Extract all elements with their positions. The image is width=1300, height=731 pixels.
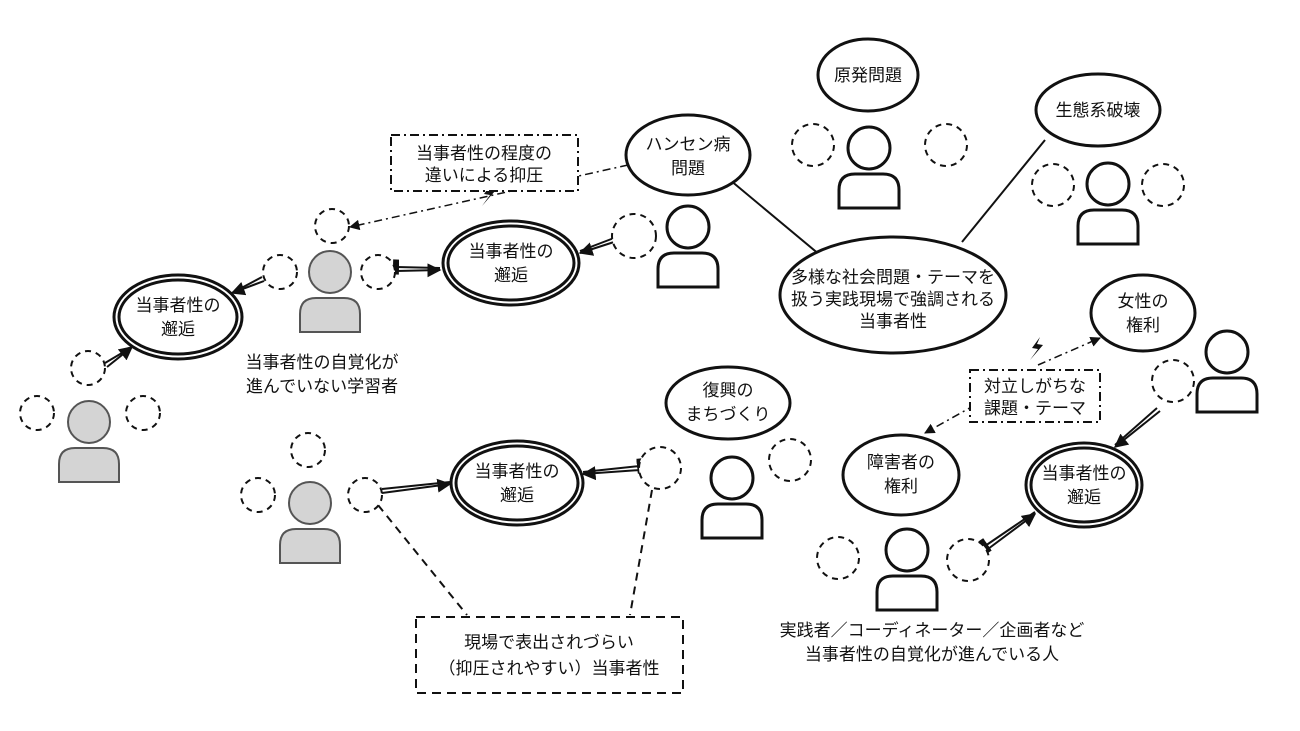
- practitioner-person-icon: [656, 204, 720, 289]
- lightning-icon: [482, 183, 495, 206]
- theme-disability-label-1: 障害者の: [867, 453, 935, 473]
- oppression-label-2: 違いによる抑圧: [425, 166, 544, 186]
- suppressed-box: 現場で表出されづらい （抑圧されやすい）当事者性: [415, 616, 684, 694]
- dashed-circle: [816, 536, 860, 580]
- practitioner-person-icon: [700, 455, 764, 540]
- encounter-label-2: 邂逅: [500, 486, 534, 506]
- dashed-circle: [19, 395, 55, 431]
- encounter-label-1: 当事者性の: [469, 242, 554, 262]
- link-hansen-center: [729, 179, 821, 256]
- theme-nuclear: 原発問題: [816, 37, 920, 113]
- center-label-2: 扱う実践現場で強調される: [791, 290, 995, 310]
- oppression-box: 当事者性の程度の 違いによる抑圧: [390, 134, 579, 192]
- theme-women-label-1: 女性の: [1118, 292, 1169, 312]
- learner-caption-1: 当事者性の自覚化が: [246, 353, 399, 373]
- double-arrow: [581, 458, 644, 481]
- double-arrow: [381, 478, 452, 494]
- suppressed-label-2: （抑圧されやすい）当事者性: [439, 659, 660, 679]
- theme-center: 多様な社会問題・テーマを 扱う実践現場で強調される 当事者性: [778, 235, 1008, 355]
- double-arrow: [978, 511, 1037, 554]
- link-ecosystem-center: [961, 139, 1046, 243]
- conflict-label-2: 課題・テーマ: [984, 399, 1086, 419]
- encounter-label-1: 当事者性の: [136, 296, 221, 316]
- theme-women-label-2: 権利: [1126, 316, 1160, 336]
- encounter-node: 当事者性の 邂逅: [449, 439, 585, 527]
- learner-person-icon: [299, 250, 361, 333]
- dashed-circle: [638, 446, 682, 490]
- center-label-3: 当事者性: [859, 312, 927, 332]
- center-label-1: 多様な社会問題・テーマを: [791, 268, 995, 288]
- dashed-circle: [768, 438, 812, 482]
- practitioner-caption-1: 実践者／コーディネーター／企画者など: [780, 620, 1085, 641]
- dashed-circle: [240, 477, 276, 513]
- suppressed-link-left: [377, 504, 468, 616]
- encounter-label-2: 邂逅: [494, 266, 528, 286]
- practitioner-caption-2: 当事者性の自覚化が進んでいる人: [805, 645, 1059, 665]
- suppressed-link-right: [629, 489, 653, 616]
- dashed-circle: [262, 254, 298, 290]
- double-arrow: [104, 346, 134, 368]
- double-arrow: [578, 237, 615, 256]
- dashed-circle: [360, 254, 396, 290]
- encounter-label-1: 当事者性の: [475, 462, 560, 482]
- dashed-circle: [1141, 163, 1185, 207]
- theme-reconstruction-label-1: 復興の: [703, 381, 754, 401]
- theme-disability-label-2: 権利: [884, 477, 918, 497]
- encounter-node: 当事者性の 邂逅: [441, 219, 581, 307]
- dashed-circle: [314, 208, 350, 244]
- oppression-label-1: 当事者性の程度の: [416, 144, 552, 164]
- theme-ecosystem: 生態系破壊: [1034, 72, 1162, 148]
- dashed-circle: [347, 477, 383, 513]
- dashed-circle: [946, 538, 990, 582]
- theme-women: 女性の 権利: [1089, 273, 1197, 353]
- encounter-node: 当事者性の 邂逅: [1024, 441, 1144, 529]
- theme-nuclear-label: 原発問題: [834, 66, 902, 86]
- practitioner-person-icon: [1195, 329, 1259, 414]
- theme-reconstruction: 復興の まちづくり: [664, 365, 792, 441]
- conflict-arrow-disability: [924, 404, 976, 434]
- learner-person-icon: [279, 481, 341, 564]
- encounter-label-1: 当事者性の: [1042, 464, 1127, 484]
- learner-person-icon: [58, 400, 120, 483]
- encounter-label-2: 邂逅: [161, 320, 195, 340]
- learner-caption-2: 進んでいない学習者: [246, 377, 398, 397]
- dashed-circle: [70, 350, 106, 386]
- lightning-icon: [1030, 337, 1043, 360]
- oppression-arrow: [348, 164, 629, 231]
- double-arrow: [392, 259, 442, 278]
- theme-hansen: ハンセン病 問題: [624, 113, 752, 197]
- dashed-circle: [125, 395, 161, 431]
- conflict-arrow-women: [1037, 336, 1101, 366]
- dashed-circle: [1031, 163, 1075, 207]
- conflict-label-1: 対立しがちな: [984, 377, 1086, 397]
- theme-hansen-label-2: 問題: [671, 159, 705, 179]
- dashed-circle: [791, 123, 835, 167]
- theme-disability: 障害者の 権利: [841, 433, 961, 517]
- dashed-circle: [924, 123, 968, 167]
- encounter-label-2: 邂逅: [1067, 488, 1101, 508]
- double-arrow: [1113, 407, 1161, 448]
- dashed-circle: [1151, 359, 1195, 403]
- suppressed-label-1: 現場で表出されづらい: [464, 633, 634, 653]
- theme-reconstruction-label-2: まちづくり: [686, 405, 771, 425]
- double-arrow: [230, 276, 265, 296]
- theme-ecosystem-label: 生態系破壊: [1056, 101, 1141, 121]
- practitioner-person-icon: [1076, 161, 1140, 246]
- encounter-node: 当事者性の 邂逅: [112, 273, 244, 361]
- dashed-circle: [611, 213, 657, 259]
- practitioner-person-icon: [837, 125, 901, 210]
- conflict-box: 対立しがちな 課題・テーマ: [969, 369, 1101, 423]
- theme-hansen-label-1: ハンセン病: [646, 135, 731, 155]
- dashed-circle: [290, 432, 326, 468]
- practitioner-person-icon: [875, 527, 939, 612]
